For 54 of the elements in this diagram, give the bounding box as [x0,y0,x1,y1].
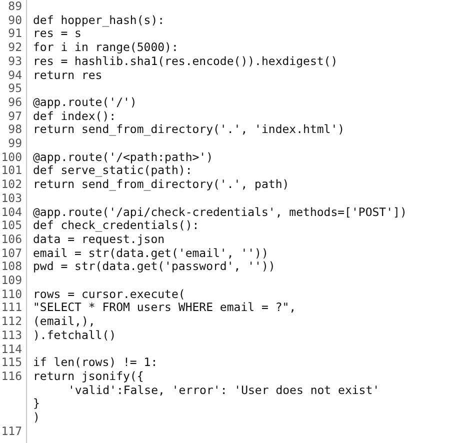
line-number: 106 [0,232,22,246]
code-line: data = request.json [33,232,165,246]
code-line: for i in range(5000): [33,40,178,54]
code-line: ).fetchall() [33,328,116,342]
code-line: res = hashlib.sha1(res.encode()).hexdigest() [33,54,338,68]
code-line: @app.route('/api/check-credentials', methods=['POST']) [33,204,407,218]
line-number: 110 [0,286,22,301]
code-line: def hopper_hash(s): [33,12,165,27]
code-line: 'valid':False, 'error': 'User does not exist' [68,382,380,397]
code-line: res = s [33,26,82,40]
code-line: "SELECT * FROM users WHERE email = ?", [33,300,296,314]
line-number: 117 [0,424,22,438]
line-number: 101 [0,163,22,178]
line-number: 116 [0,368,22,383]
line-number: 98 [7,122,22,136]
line-number: 104 [0,204,22,218]
line-number: 99 [7,136,22,150]
code-line: return send_from_directory('.', 'index.html') [33,122,345,136]
line-number: 103 [0,190,22,205]
code-line: if len(rows) != 1: [33,355,158,370]
line-number: 112 [0,314,22,328]
line-number: 102 [0,177,22,192]
line-number: 95 [7,81,22,96]
line-number: 91 [7,26,22,40]
line-number: 100 [0,150,22,164]
code-line: return jsonify({ [33,368,144,383]
code-line: @app.route('/<path:path>') [33,150,214,164]
line-number: 96 [7,94,22,109]
line-number: 113 [0,328,22,342]
code-line: @app.route('/') [33,94,137,109]
code-line: return send_from_directory('.', path) [33,177,290,192]
code-line: } [33,396,40,410]
line-number: 105 [0,218,22,232]
line-number: 92 [7,40,22,54]
code-line: ) [33,410,40,424]
code-line: email = str(data.get('email', '')) [33,246,268,260]
code-line: pwd = str(data.get('password', '')) [33,259,276,274]
line-number: 114 [0,342,22,356]
line-number: 93 [7,54,22,68]
code-line: return res [33,68,102,82]
line-number: 90 [7,12,22,27]
line-number: 107 [0,246,22,260]
code-line: def serve_static(path): [33,163,192,178]
code-line: rows = cursor.execute( [33,286,186,301]
line-number: 97 [7,108,22,123]
code-line: (email,), [33,314,96,328]
code-line: def index(): [33,108,116,123]
line-number: 111 [0,300,22,314]
line-number: 89 [7,0,22,13]
line-number: 94 [7,68,22,82]
line-number: 115 [0,355,22,370]
code-line: def check_credentials(): [33,218,200,232]
line-number: 108 [0,259,22,274]
line-number: 109 [0,273,22,287]
